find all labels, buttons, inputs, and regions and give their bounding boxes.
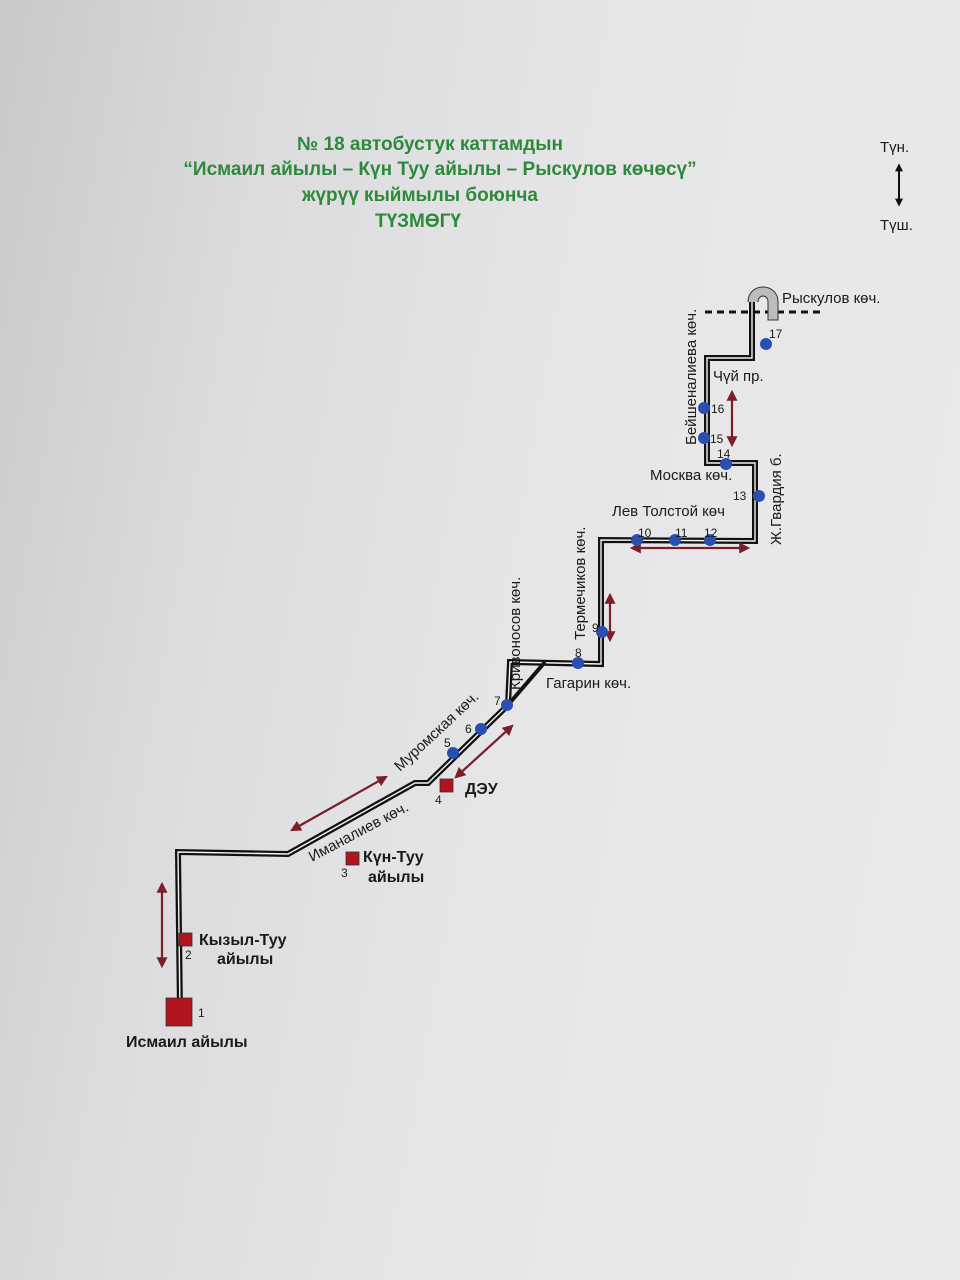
stop-number: 10 xyxy=(638,526,652,540)
stop-12-dot xyxy=(704,534,716,546)
place-kyzyl-tuu-line1: Кызыл-Туу xyxy=(199,932,287,949)
stop-7-dot xyxy=(501,699,513,711)
stop-number: 8 xyxy=(575,646,582,660)
street-chui: Чүй пр. xyxy=(713,368,764,385)
stop-number: 16 xyxy=(711,402,725,416)
stop-number: 5 xyxy=(444,736,451,750)
street-ryskulov: Рыскулов көч. xyxy=(782,290,880,307)
stop-8-dot xyxy=(572,657,584,669)
stop-9-dot xyxy=(596,626,608,638)
stop-number: 1 xyxy=(198,1006,205,1020)
stop-number: 17 xyxy=(769,327,783,341)
stop-number: 14 xyxy=(717,447,731,461)
compass-south-label: Түш. xyxy=(880,217,913,234)
place-kyzyl-tuu-line2: айылы xyxy=(217,951,273,968)
street-krivonosov: Кривоносов көч. xyxy=(507,577,524,690)
stop-4-marker xyxy=(439,778,454,793)
stop-number: 11 xyxy=(675,526,688,540)
street-lev-tolstoy: Лев Толстой көч xyxy=(612,503,725,520)
title-line-1: № 18 автобустук каттамдын xyxy=(297,134,563,155)
stop-number: 13 xyxy=(733,489,747,503)
stop-14-dot xyxy=(720,458,732,470)
title-line-3: жүрүү кыймылы боюнча xyxy=(301,185,538,206)
stop-dots xyxy=(447,338,772,759)
stop-17-dot xyxy=(760,338,772,350)
stop-number: 3 xyxy=(341,866,348,880)
stop-6-dot xyxy=(475,723,487,735)
stop-2-marker xyxy=(178,932,193,947)
street-labels: Рыскулов көч. Бейшеналиева көч. Чүй пр. … xyxy=(306,290,881,866)
title-line-4: ТҮЗМӨГҮ xyxy=(375,211,461,232)
street-beishenalieva: Бейшеналиева көч. xyxy=(683,309,700,445)
place-ismail: Исмаил айылы xyxy=(126,1034,248,1051)
place-dey: ДЭУ xyxy=(465,781,499,798)
u-turn-arrow-icon xyxy=(747,286,779,321)
stop-11-dot xyxy=(669,534,681,546)
street-termechikov: Термечиков көч. xyxy=(572,527,589,640)
stop-3-marker xyxy=(345,851,360,866)
stop-number: 7 xyxy=(494,694,501,708)
place-kun-tuu-line1: Күн-Туу xyxy=(363,849,424,866)
map-title: № 18 автобустук каттамдын “Исмаил айылы … xyxy=(183,134,696,232)
place-kun-tuu-line2: айылы xyxy=(368,869,424,886)
bus-route-line xyxy=(174,302,758,1013)
stop-number: 12 xyxy=(704,526,718,540)
stop-number: 4 xyxy=(435,793,442,807)
stop-number: 9 xyxy=(592,621,599,635)
title-line-2: “Исмаил айылы – Күн Туу айылы – Рыскулов… xyxy=(183,159,696,180)
street-gagarin: Гагарин көч. xyxy=(546,675,631,692)
compass-north-label: Түн. xyxy=(880,139,909,156)
place-labels: ДЭУ Күн-Туу айылы Кызыл-Туу айылы Исмаил… xyxy=(126,781,499,1051)
stop-5-dot xyxy=(447,747,459,759)
stop-15-dot xyxy=(698,432,710,444)
stop-10-dot xyxy=(631,534,643,546)
stop-number: 15 xyxy=(710,432,724,446)
direction-arrows xyxy=(156,389,751,969)
stop-1-terminal-marker xyxy=(165,997,193,1027)
compass: Түн. Түш. xyxy=(880,139,913,234)
stop-number: 6 xyxy=(465,722,472,736)
direction-arrow-icon xyxy=(454,724,514,779)
street-moskva: Москва көч. xyxy=(650,467,732,484)
stop-number: 2 xyxy=(185,948,192,962)
stop-16-dot xyxy=(698,402,710,414)
stop-numbers: 1 2 3 4 5 6 7 8 9 10 11 12 13 14 15 16 1… xyxy=(185,327,783,1020)
stop-13-dot xyxy=(753,490,765,502)
street-zh-gvardia: Ж.Гвардия б. xyxy=(768,453,785,545)
direction-arrow-icon xyxy=(290,775,388,832)
